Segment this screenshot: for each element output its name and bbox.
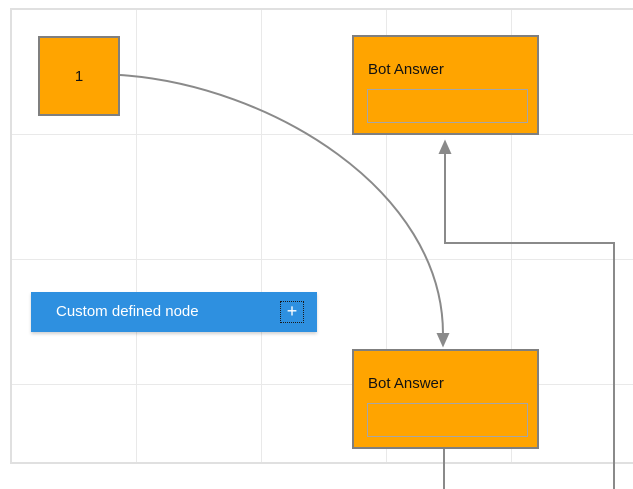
connector-elbow-to-top-answer[interactable] xyxy=(444,154,615,489)
node-start[interactable]: 1 xyxy=(38,36,120,116)
answer-input-box[interactable] xyxy=(367,403,528,437)
add-node-button[interactable]: + xyxy=(280,301,304,323)
node-bot-answer-top[interactable]: Bot Answer xyxy=(352,35,539,135)
node-start-label: 1 xyxy=(74,67,84,85)
node-title: Bot Answer xyxy=(368,61,444,78)
node-custom-defined[interactable]: Custom defined node + xyxy=(31,292,317,332)
node-title: Bot Answer xyxy=(368,375,444,392)
plus-icon: + xyxy=(286,301,298,321)
arrowhead-down-icon xyxy=(436,333,450,348)
node-bot-answer-bottom[interactable]: Bot Answer xyxy=(352,349,539,449)
connector-start-to-bottom-answer[interactable] xyxy=(119,74,444,335)
custom-node-label: Custom defined node xyxy=(56,303,199,320)
arrowhead-up-icon xyxy=(438,139,452,154)
answer-input-box[interactable] xyxy=(367,89,528,123)
